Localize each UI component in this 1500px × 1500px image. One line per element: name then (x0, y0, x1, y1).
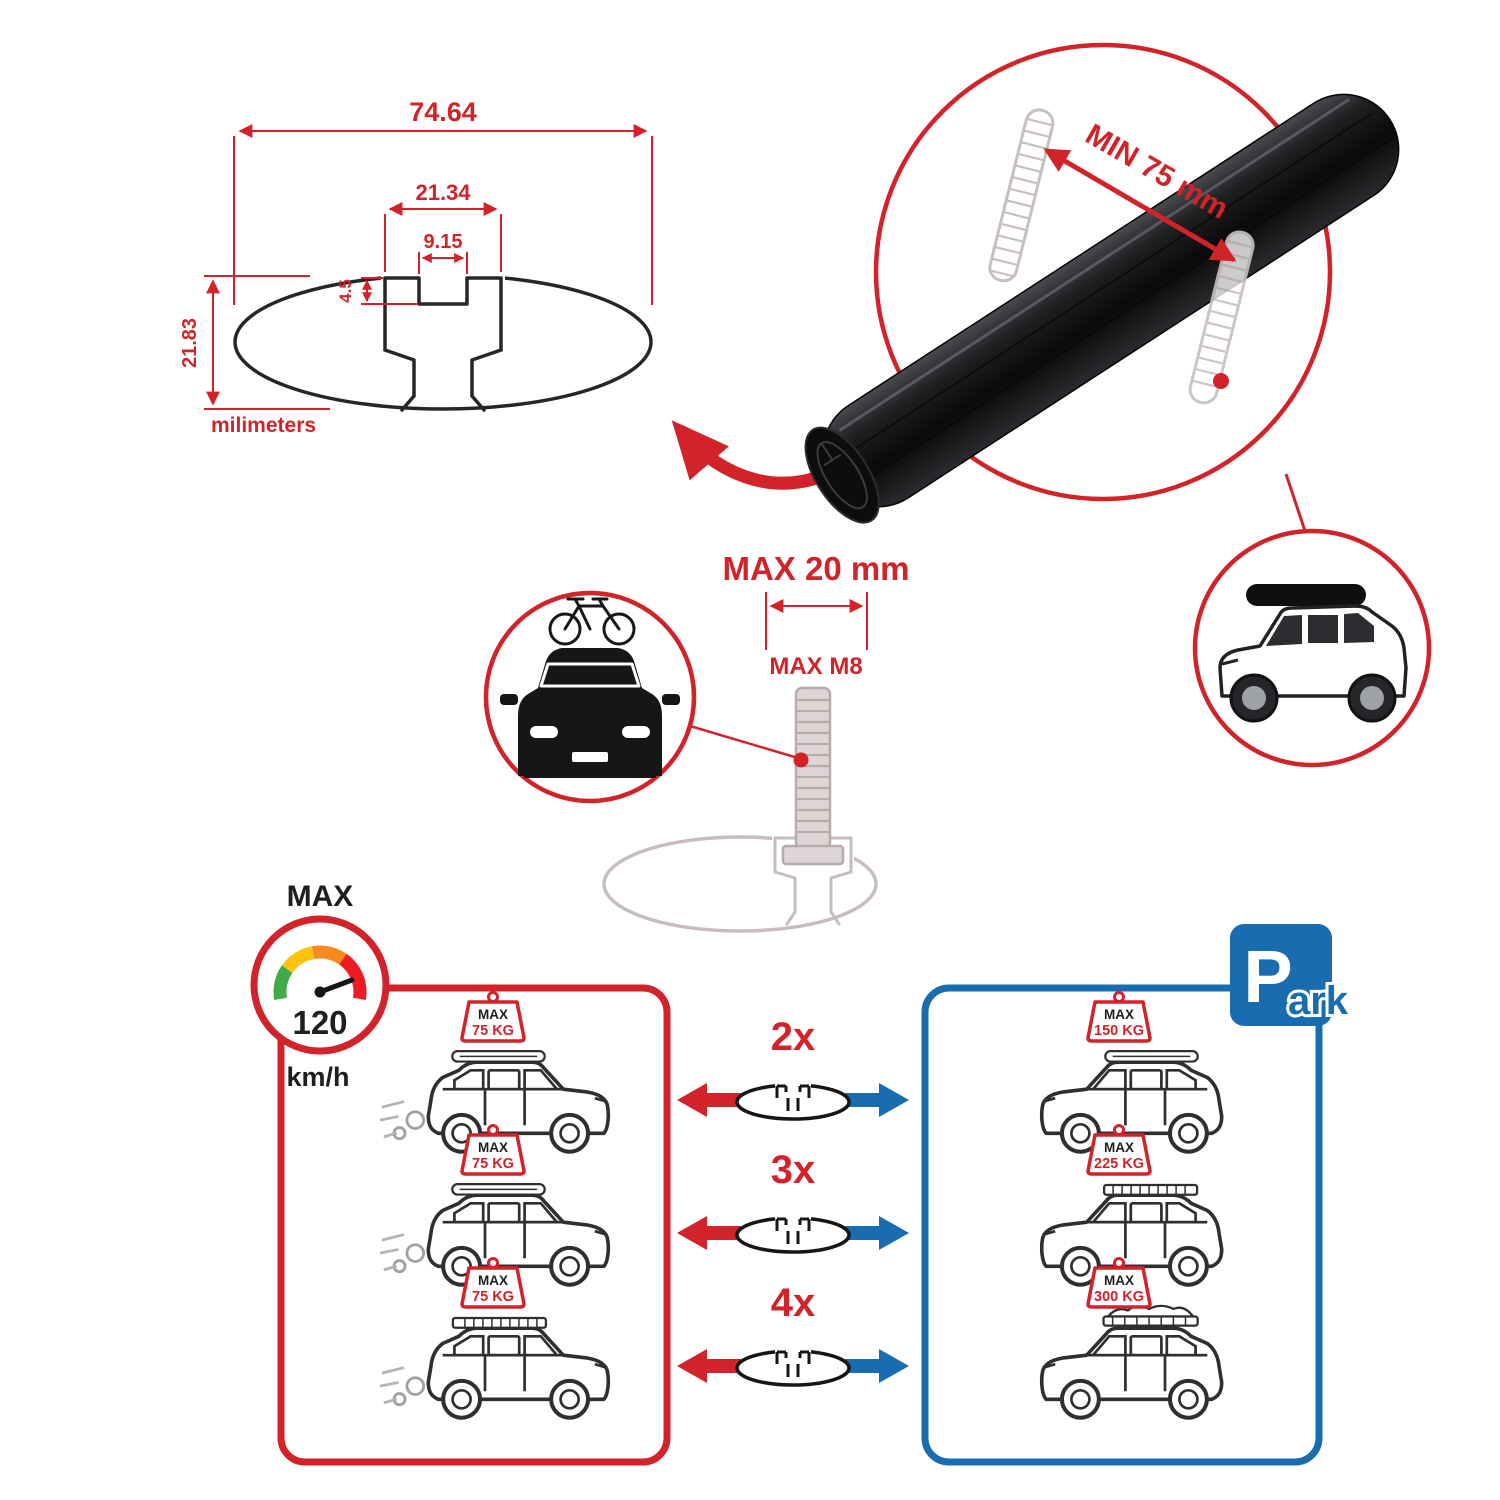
arrow-right-blue (845, 1083, 909, 1117)
driving-car-row-3: MAX 75 KG (378, 1256, 608, 1418)
roof-basket-loaded-icon (1102, 1304, 1199, 1327)
bolt-point-marker (793, 752, 809, 768)
suv-roofbox-icon (1218, 584, 1408, 723)
bolt-icon (781, 686, 845, 866)
roof-basket-icon (1102, 1183, 1199, 1196)
gauge-needle (317, 977, 355, 995)
svg-text:75 KG: 75 KG (472, 1289, 514, 1305)
svg-text:MAX: MAX (1104, 1140, 1134, 1155)
bolt-max-thread-label: MAX M8 (769, 653, 862, 680)
suv-roofbox-inset (1192, 528, 1432, 768)
svg-text:150 KG: 150 KG (1094, 1023, 1144, 1039)
crossbar-profile-icon (735, 1346, 851, 1387)
svg-text:MAX: MAX (478, 1273, 508, 1288)
svg-text:75 KG: 75 KG (472, 1156, 514, 1172)
svg-text:MAX: MAX (478, 1140, 508, 1155)
load-tag: MAX 75 KG (460, 1256, 526, 1309)
svg-text:75 KG: 75 KG (472, 1023, 514, 1039)
roof-box-icon (1104, 1050, 1199, 1063)
min-span-arrow (1043, 147, 1237, 263)
inset-connector-line (1284, 473, 1308, 535)
speed-unit: km/h (286, 1062, 349, 1092)
car-front-inset (483, 590, 697, 804)
clamp-rod-left-ghost (988, 108, 1055, 283)
speed-value: 120 (292, 1004, 347, 1041)
ghost-profile-ellipse (602, 835, 878, 933)
bolt-leader-line (689, 724, 799, 760)
parking-car-row-1: MAX 150 KG (1042, 990, 1222, 1152)
park-sign-ark: ark (1288, 979, 1349, 1023)
car-front-icon (500, 648, 680, 776)
driving-car-row-2: MAX 75 KG (378, 1123, 608, 1285)
roof-basket-icon (451, 1316, 548, 1329)
load-tag: MAX 75 KG (460, 990, 526, 1043)
driving-car-row-1: MAX 75 KG (378, 990, 608, 1152)
park-sign-p: P (1243, 935, 1292, 1018)
clamp-point-marker (1213, 373, 1229, 389)
multiplier-row-3: 4x (677, 1281, 909, 1387)
crossbar-cross-section-drawing: 74.64 21.34 9.15 4.5 21.83 milimeters (179, 97, 653, 437)
bolt-max-width-label: MAX 20 mm (722, 550, 909, 587)
arrow-left-red (677, 1216, 741, 1250)
load-tag: MAX 300 KG (1086, 1256, 1152, 1309)
load-tag: MAX 150 KG (1086, 990, 1152, 1043)
roof-box-icon (451, 1183, 546, 1196)
speed-limit-badge: MAX 120 km/h (250, 880, 390, 1092)
svg-text:MAX: MAX (478, 1007, 508, 1022)
units-label: milimeters (211, 414, 316, 437)
dim-channel-width-label: 21.34 (415, 180, 471, 205)
svg-text:MAX: MAX (1104, 1007, 1134, 1022)
bar-detail-inset: MIN 75 mm (804, 42, 1400, 524)
parking-car-row-3: MAX 300 KG (1042, 1256, 1222, 1418)
multiplier-row-1: 2x (677, 1015, 909, 1121)
crossbar-profile-icon (735, 1080, 851, 1121)
dim-total-height (204, 275, 330, 410)
park-sign-icon: P ark (1230, 924, 1352, 1026)
dim-slot-width (418, 252, 468, 274)
parking-car-row-2: MAX 225 KG (1042, 1123, 1222, 1285)
crossbar-profile-icon (735, 1213, 851, 1254)
profile-t-slot (383, 276, 503, 412)
multiplier-row-2: 3x (677, 1148, 909, 1254)
svg-text:225 KG: 225 KG (1094, 1156, 1144, 1172)
gauge-arcs (273, 945, 367, 1001)
dim-lip-depth-label: 4.5 (336, 279, 355, 303)
load-tag: MAX 75 KG (460, 1123, 526, 1176)
bike-icon (548, 597, 636, 646)
arrow-right-blue (845, 1349, 909, 1383)
dim-total-width-label: 74.64 (409, 97, 477, 127)
bolt-diagram: MAX 20 mm MAX M8 (602, 550, 910, 933)
multiplier-label: 4x (771, 1281, 816, 1325)
dim-bolt-width (765, 592, 868, 650)
bar-end-cap (804, 426, 880, 524)
multiplier-label: 2x (771, 1015, 816, 1059)
profile-cutout (381, 266, 505, 354)
speed-max-label: MAX (287, 880, 354, 913)
roof-box-icon (451, 1050, 546, 1063)
svg-text:MAX: MAX (1104, 1273, 1134, 1288)
crossbar-3d (804, 93, 1400, 524)
arrow-left-red (677, 1349, 741, 1383)
speed-gauge-icon (250, 915, 390, 1055)
dim-lip-depth (361, 277, 417, 305)
dim-channel-width (384, 202, 502, 272)
dim-slot-width-label: 9.15 (424, 231, 463, 253)
load-tag: MAX 225 KG (1086, 1123, 1152, 1176)
clamp-rod-right-ghost (1188, 230, 1255, 405)
multiplier-label: 3x (771, 1148, 816, 1192)
svg-text:300 KG: 300 KG (1094, 1289, 1144, 1305)
dim-total-height-label: 21.83 (179, 318, 201, 368)
arrow-right-blue (845, 1216, 909, 1250)
arrow-left-red (677, 1083, 741, 1117)
